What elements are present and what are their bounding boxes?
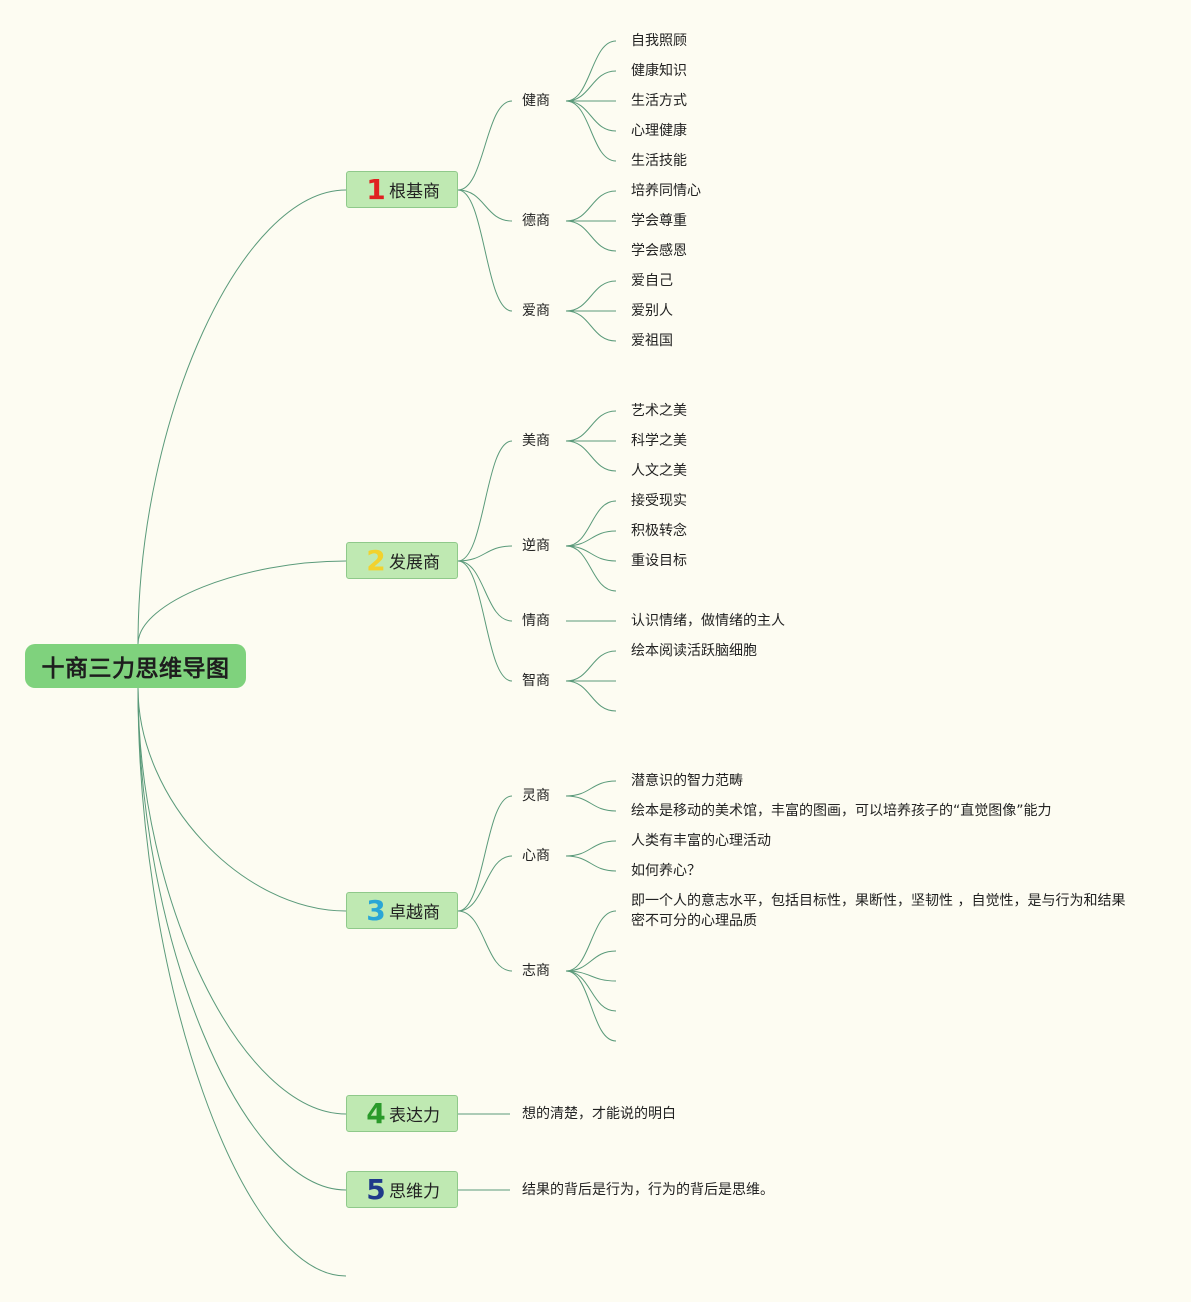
branch-2-sub-4-leaf-edge-1	[565, 650, 617, 682]
root-topic[interactable]: 十商三力思维导图	[25, 644, 246, 688]
branch-3-sub-3-leaf-edge-5	[565, 970, 617, 1042]
leaf-picture-book-reading[interactable]: 绘本阅读活跃脑细胞	[631, 643, 757, 659]
branch-5-node[interactable]: 5 思维力	[346, 1171, 458, 1208]
leaf-love-others[interactable]: 爱别人	[631, 303, 673, 319]
leaf-love-self[interactable]: 爱自己	[631, 273, 673, 289]
sub-health-quotient[interactable]: 健商	[522, 93, 550, 109]
leaf-reset-goals[interactable]: 重设目标	[631, 553, 687, 569]
branch-2-sub-2-leaf-edge-2	[565, 530, 617, 547]
branch-3-sub-3-leaf-edge-4	[565, 970, 617, 1012]
leaf-mental-health[interactable]: 心理健康	[631, 123, 687, 139]
leaf-accept-reality[interactable]: 接受现实	[631, 493, 687, 509]
leaf-humanity-beauty[interactable]: 人文之美	[631, 463, 687, 479]
branch-2-sub-2-leaf-edge-4	[565, 545, 617, 592]
branch-2-sub-edge-1	[457, 440, 513, 562]
branch-3-sub-3-leaf-edge-2	[565, 950, 617, 972]
branch-3-sub-1-leaf-edge-2	[565, 795, 617, 812]
root-edge-4	[137, 687, 347, 1115]
leaf-know-emotions[interactable]: 认识情绪，做情绪的主人	[631, 613, 785, 629]
sub-adversity-quotient[interactable]: 逆商	[522, 538, 550, 554]
branch-3-node[interactable]: 3 卓越商	[346, 892, 458, 929]
branch-2-sub-edge-2	[457, 545, 513, 562]
root-edge-1	[137, 189, 347, 645]
leaf-subconscious[interactable]: 潜意识的智力范畴	[631, 773, 743, 789]
branch-3-sub-2-leaf-edge-1	[565, 840, 617, 857]
root-edge-3	[137, 687, 347, 912]
branch-number-4: 4	[366, 1096, 386, 1130]
branch-3-sub-edge-1	[457, 795, 513, 912]
branch-1-sub-3-leaf-edge-1	[565, 280, 617, 312]
root-edge-extra	[137, 687, 347, 1277]
branch-2-sub-1-leaf-edge-3	[565, 440, 617, 472]
branch-1-sub-edge-2	[457, 189, 513, 222]
branch-1-sub-edge-3	[457, 189, 513, 312]
branch-2-sub-edge-4	[457, 560, 513, 682]
branch-3-sub-1-leaf-edge-1	[565, 780, 617, 797]
sub-emotional-quotient[interactable]: 情商	[522, 613, 550, 629]
branch-3-sub-edge-2	[457, 855, 513, 912]
branch-1-sub-1-leaf-edge-1	[565, 40, 617, 102]
branch-4-node[interactable]: 4 表达力	[346, 1095, 458, 1132]
sub-will-quotient[interactable]: 志商	[522, 963, 550, 979]
branch-1-sub-3-leaf-edge-3	[565, 310, 617, 342]
branch-3-sub-edge-3	[457, 910, 513, 972]
leaf-art-beauty[interactable]: 艺术之美	[631, 403, 687, 419]
leaf-will-definition[interactable]: 即一个人的意志水平，包括目标性，果断性，坚韧性 ，自觉性，是与行为和结果密不可分…	[631, 893, 1126, 929]
branch-1-node[interactable]: 1 根基商	[346, 171, 458, 208]
branch-3-sub-2-leaf-edge-2	[565, 855, 617, 872]
leaf-empathy[interactable]: 培养同情心	[631, 183, 701, 199]
branch-number-1: 1	[366, 172, 386, 206]
branch-number-3: 3	[366, 893, 386, 927]
branch-label: 根基商	[389, 182, 440, 202]
leaf-self-care[interactable]: 自我照顾	[631, 33, 687, 49]
leaf-lifestyle[interactable]: 生活方式	[631, 93, 687, 109]
branch-1-sub-2-leaf-edge-1	[565, 190, 617, 222]
branch-number-5: 5	[366, 1172, 386, 1206]
branch-1-sub-1-leaf-edge-5	[565, 100, 617, 162]
sub-spiritual-quotient[interactable]: 灵商	[522, 788, 550, 804]
leaf-picture-book-museum[interactable]: 绘本是移动的美术馆，丰富的图画，可以培养孩子的“直觉图像”能力	[631, 803, 1052, 819]
sub-beauty-quotient[interactable]: 美商	[522, 433, 550, 449]
leaf-nurture-mind[interactable]: 如何养心？	[631, 863, 701, 879]
sub-intelligence-quotient[interactable]: 智商	[522, 673, 550, 689]
branch-1-sub-2-leaf-edge-3	[565, 220, 617, 252]
branch-1-sub-1-leaf-edge-2	[565, 70, 617, 102]
branch-label: 卓越商	[389, 903, 440, 923]
branch-2-sub-2-leaf-edge-3	[565, 545, 617, 562]
sub-mind-quotient[interactable]: 心商	[522, 848, 550, 864]
leaf-love-country[interactable]: 爱祖国	[631, 333, 673, 349]
leaf-life-skills[interactable]: 生活技能	[631, 153, 687, 169]
sub-love-quotient[interactable]: 爱商	[522, 303, 550, 319]
leaf-health-knowledge[interactable]: 健康知识	[631, 63, 687, 79]
leaf-gratitude[interactable]: 学会感恩	[631, 243, 687, 259]
branch-2-sub-2-leaf-edge-1	[565, 500, 617, 547]
leaf-respect[interactable]: 学会尊重	[631, 213, 687, 229]
sub-expression-note[interactable]: 想的清楚，才能说的明白	[522, 1106, 676, 1122]
leaf-science-beauty[interactable]: 科学之美	[631, 433, 687, 449]
branch-1-sub-edge-1	[457, 100, 513, 191]
branch-label: 发展商	[389, 553, 440, 573]
sub-moral-quotient[interactable]: 德商	[522, 213, 550, 229]
root-edge-2	[137, 560, 347, 645]
branch-2-sub-edge-3	[457, 560, 513, 622]
leaf-positive-reframe[interactable]: 积极转念	[631, 523, 687, 539]
branch-number-2: 2	[366, 543, 386, 577]
branch-2-node[interactable]: 2 发展商	[346, 542, 458, 579]
branch-2-sub-4-leaf-edge-3	[565, 680, 617, 712]
root-edge-5	[137, 687, 347, 1191]
branch-3-sub-3-leaf-edge-1	[565, 910, 617, 972]
branch-1-sub-1-leaf-edge-4	[565, 100, 617, 132]
branch-label: 表达力	[389, 1106, 440, 1126]
sub-thinking-note[interactable]: 结果的背后是行为，行为的背后是思维。	[522, 1182, 774, 1198]
branch-2-sub-1-leaf-edge-1	[565, 410, 617, 442]
branch-label: 思维力	[389, 1182, 440, 1202]
leaf-mental-activities[interactable]: 人类有丰富的心理活动	[631, 833, 771, 849]
